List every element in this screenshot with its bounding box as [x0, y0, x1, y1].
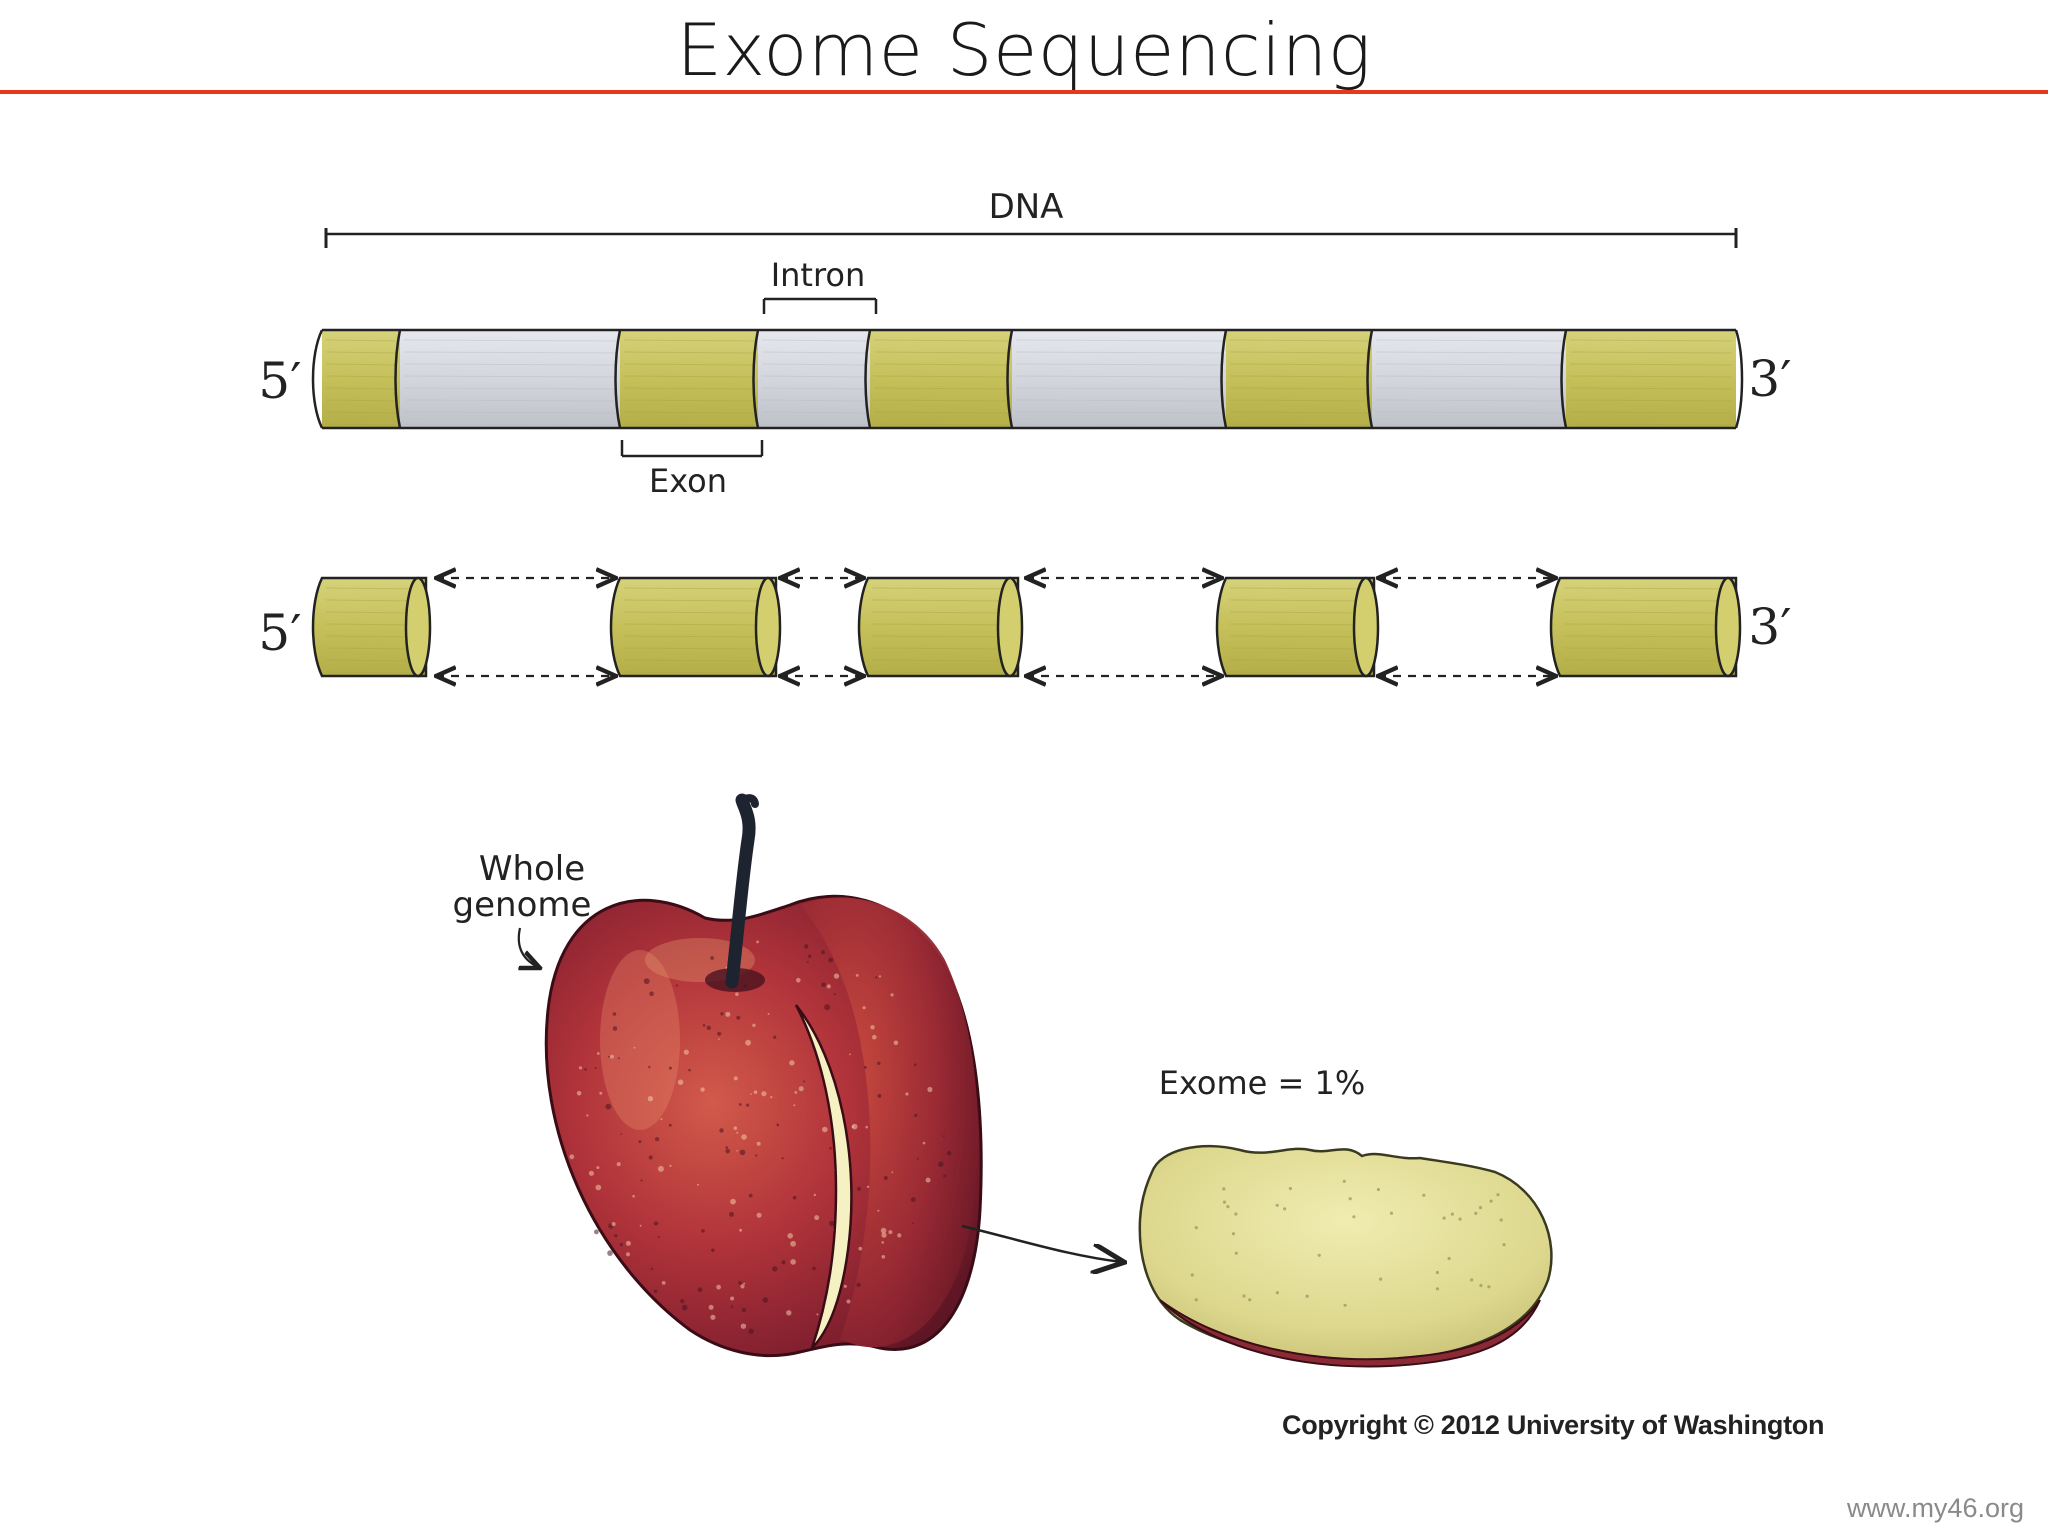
intron-segment [1372, 330, 1566, 428]
title-rule [0, 90, 2048, 94]
exon-segment [322, 330, 400, 428]
exon-cylinder [857, 576, 1024, 678]
removed-intron-arrows [436, 578, 1556, 676]
whole-genome-apple [544, 793, 983, 1358]
whole-genome-label-line2: genome [453, 885, 592, 925]
dna-label: DNA [989, 187, 1064, 227]
slide-title: Exome Sequencing [676, 8, 1372, 92]
exon-segment [870, 330, 1012, 428]
exon-bracket [620, 440, 764, 458]
three-prime-label-bottom: 3′ [1748, 598, 1791, 656]
slice-seed-dots [1190, 1179, 1506, 1307]
copyright-notice: Copyright © 2012 University of Washingto… [1282, 1410, 1825, 1440]
dna-exon-strand [311, 576, 1742, 678]
exon-cylinder [1549, 576, 1742, 678]
exon-segment [1566, 330, 1736, 428]
whole-genome-pointer [517, 927, 540, 968]
intron-segment [1012, 330, 1226, 428]
intron-bracket [762, 297, 878, 314]
five-prime-label-bottom: 5′ [258, 604, 301, 662]
exon-cylinder [609, 576, 782, 678]
exon-label: Exon [649, 462, 727, 500]
intron-label: Intron [771, 256, 866, 294]
dna-bracket [324, 228, 1738, 248]
intron-segment [758, 330, 870, 428]
site-url: www.my46.org [1846, 1493, 2024, 1523]
exome-apple-slice [1138, 1144, 1553, 1368]
three-prime-label-top: 3′ [1748, 350, 1791, 408]
dna-full-strand [311, 328, 1744, 430]
exome-label: Exome = 1% [1159, 1064, 1366, 1102]
apple-to-slice-arrow [961, 1224, 1122, 1262]
five-prime-label-top: 5′ [258, 352, 301, 410]
intron-segment [400, 330, 620, 428]
whole-genome-label-line1: Whole [479, 849, 585, 889]
exon-cylinder [1215, 576, 1380, 678]
exon-segment [620, 330, 758, 428]
exon-segment [1226, 330, 1372, 428]
exon-cylinder [311, 576, 432, 678]
